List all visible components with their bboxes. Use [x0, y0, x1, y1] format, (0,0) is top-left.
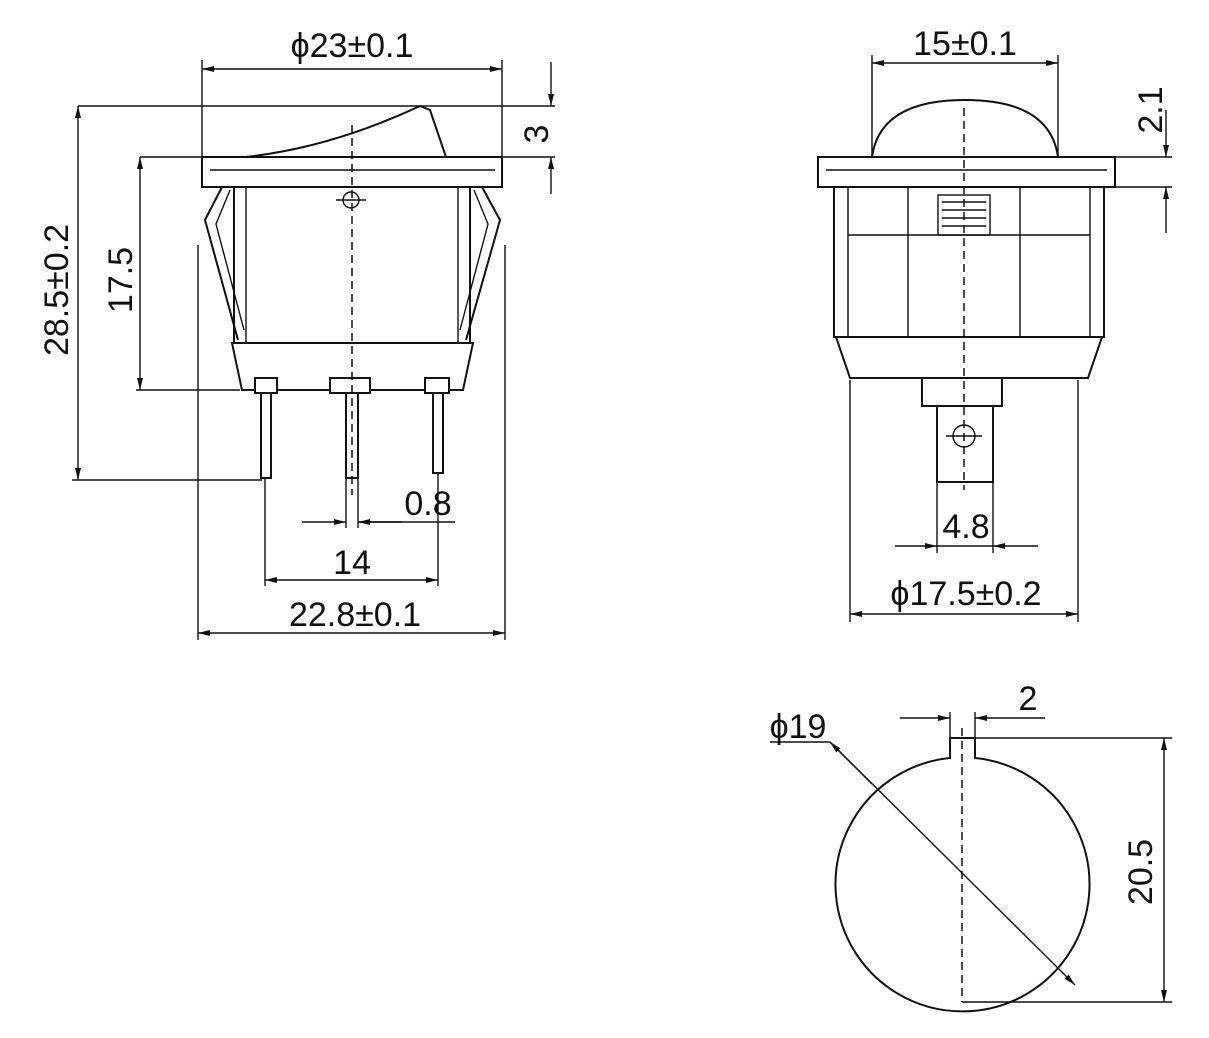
dim-body-width: 22.8±0.1 — [289, 596, 421, 634]
right-clip — [465, 186, 502, 341]
dim-body-height: 17.5 — [102, 247, 140, 313]
dim-pin-pitch: 14 — [333, 544, 371, 582]
pin-right-seat — [424, 377, 450, 394]
rocker-actuator — [244, 104, 448, 158]
dim-body-diameter: ϕ17.5±0.2 — [890, 575, 1041, 613]
dome-actuator — [870, 98, 1060, 158]
dim-tab-width: 4.8 — [942, 508, 989, 546]
dim-dome-height: 2.1 — [1132, 86, 1170, 133]
terminal-tab — [936, 405, 994, 483]
dim-hole-height: 20.5 — [1122, 839, 1160, 905]
cutout-view: ϕ19 2 20.5 — [770, 680, 1172, 1013]
front-view: 15±0.1 2.1 4.8 ϕ17.5±0.2 — [817, 25, 1172, 622]
dim-bezel-diameter: ϕ23±0.1 — [291, 27, 414, 65]
dim-dome-width: 15±0.1 — [913, 25, 1017, 63]
dim-hole-diameter: ϕ19 — [770, 708, 827, 746]
dim-total-height: 28.5±0.2 — [38, 224, 76, 356]
front-base — [834, 336, 1104, 379]
front-bezel — [817, 156, 1116, 188]
pin-middle-seat — [329, 377, 371, 394]
dim-pin-width: 0.8 — [404, 485, 451, 523]
dim-rocker-height: 3 — [518, 125, 556, 144]
side-view: ϕ23±0.1 3 28.5±0.2 17.5 0.8 14 22.8±0.1 — [38, 27, 556, 640]
left-clip — [203, 186, 239, 341]
dim-key-width: 2 — [1019, 680, 1038, 718]
pin-left — [260, 392, 272, 479]
pin-left-seat — [254, 377, 278, 394]
terminal-seat — [921, 377, 1003, 407]
pin-right — [432, 392, 444, 474]
panel-cutout — [834, 737, 1091, 1013]
